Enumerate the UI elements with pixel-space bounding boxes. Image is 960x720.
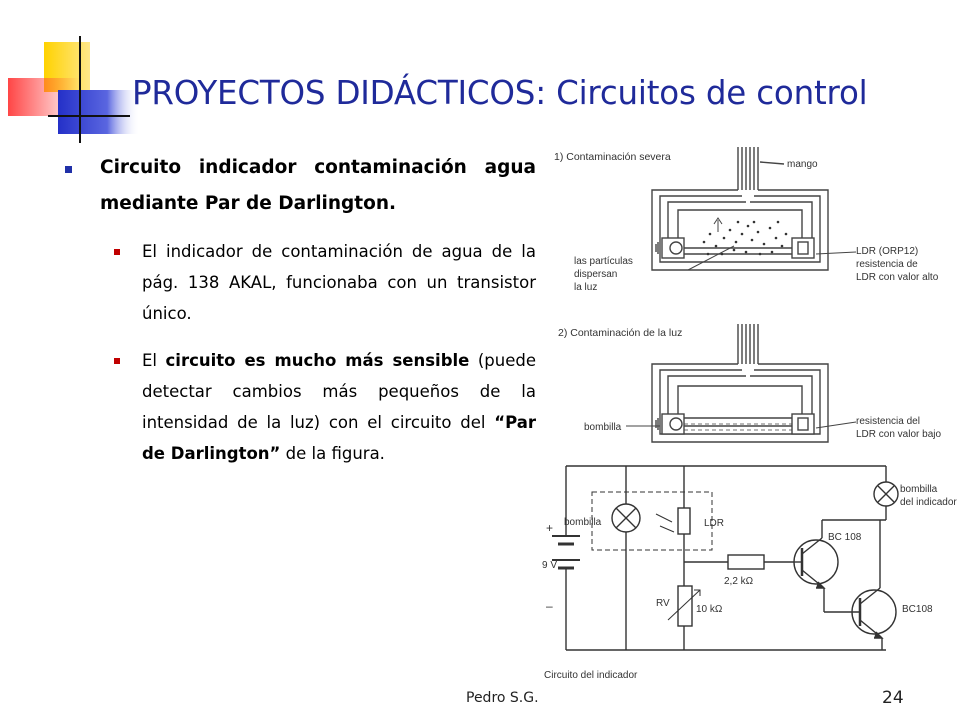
label-ldr-resistance-2: resistencia del [856, 416, 920, 427]
label-ldr-high: LDR con valor alto [856, 272, 939, 283]
text-run: (puede detectar cambios más pequeños de … [142, 351, 537, 432]
label-particles-2: dispersan [574, 269, 617, 280]
label-rv-value: 10 kΩ [696, 604, 723, 615]
label-particles-3: la luz [574, 282, 597, 293]
label-bulb-panel2: bombilla [584, 422, 622, 433]
sub-bullet-single-transistor: El indicador de contaminación de agua de… [60, 236, 536, 329]
label-indicator-1: bombilla [900, 484, 938, 495]
panel-severe-contamination: 1) Contaminación severa mango las partíc… [554, 147, 939, 293]
text-run: de la figura. [280, 444, 385, 463]
label-q2: BC108 [902, 604, 933, 615]
panel1-title: 1) Contaminación severa [554, 151, 671, 163]
bullet-darlington: Circuito indicador contaminación agua me… [60, 150, 536, 222]
darlington-circuit: + 9 V – bombilla LDR RV 10 kΩ 2,2 kΩ [542, 465, 957, 681]
label-rv: RV [656, 598, 670, 609]
decorative-corner-graphic [8, 36, 140, 143]
panel-light-contamination: 2) Contaminación de la luz bombilla resi… [558, 324, 941, 443]
label-ldr-low: LDR con valor bajo [856, 429, 941, 440]
circuit-caption: Circuito del indicador [544, 670, 638, 681]
label-particles-1: las partículas [574, 256, 633, 267]
panel2-title: 2) Contaminación de la luz [558, 327, 682, 339]
label-q1: BC 108 [828, 532, 862, 543]
bullet-square-icon [65, 166, 72, 173]
sub-bullet-sensitivity: El circuito es mucho más sensible (puede… [60, 345, 536, 469]
bullet-square-icon [114, 249, 120, 255]
label-ldr-resistance: resistencia de [856, 259, 918, 270]
label-ldr-orp12: LDR (ORP12) [856, 246, 918, 257]
page-number: 24 [882, 688, 904, 708]
battery-minus-label: – [546, 599, 553, 613]
bullet-darlington-text: Circuito indicador contaminación agua me… [100, 157, 536, 214]
slide-body: Circuito indicador contaminación agua me… [60, 150, 536, 469]
label-resistor-2k2: 2,2 kΩ [724, 576, 754, 587]
particle-dots [702, 220, 788, 256]
bullet-square-icon [114, 358, 120, 364]
footer-author: Pedro S.G. [466, 690, 539, 706]
label-mango: mango [787, 159, 818, 170]
circuit-figure: 1) Contaminación severa mango las partíc… [542, 147, 957, 681]
label-indicator-2: del indicador [900, 497, 957, 508]
battery-plus-label: + [546, 521, 553, 535]
emphasis-sensitive: circuito es mucho más sensible [165, 351, 470, 370]
battery-voltage-label: 9 V [542, 560, 557, 571]
sub-bullet-single-transistor-text: El indicador de contaminación de agua de… [142, 242, 536, 323]
text-run: El [142, 351, 166, 370]
emphasis-darlington: “Par de Darlington” [142, 413, 536, 463]
label-ldr: LDR [704, 518, 724, 529]
slide-title: PROYECTOS DIDÁCTICOS: Circuitos de contr… [132, 74, 868, 112]
label-circuit-bulb: bombilla [564, 517, 602, 528]
